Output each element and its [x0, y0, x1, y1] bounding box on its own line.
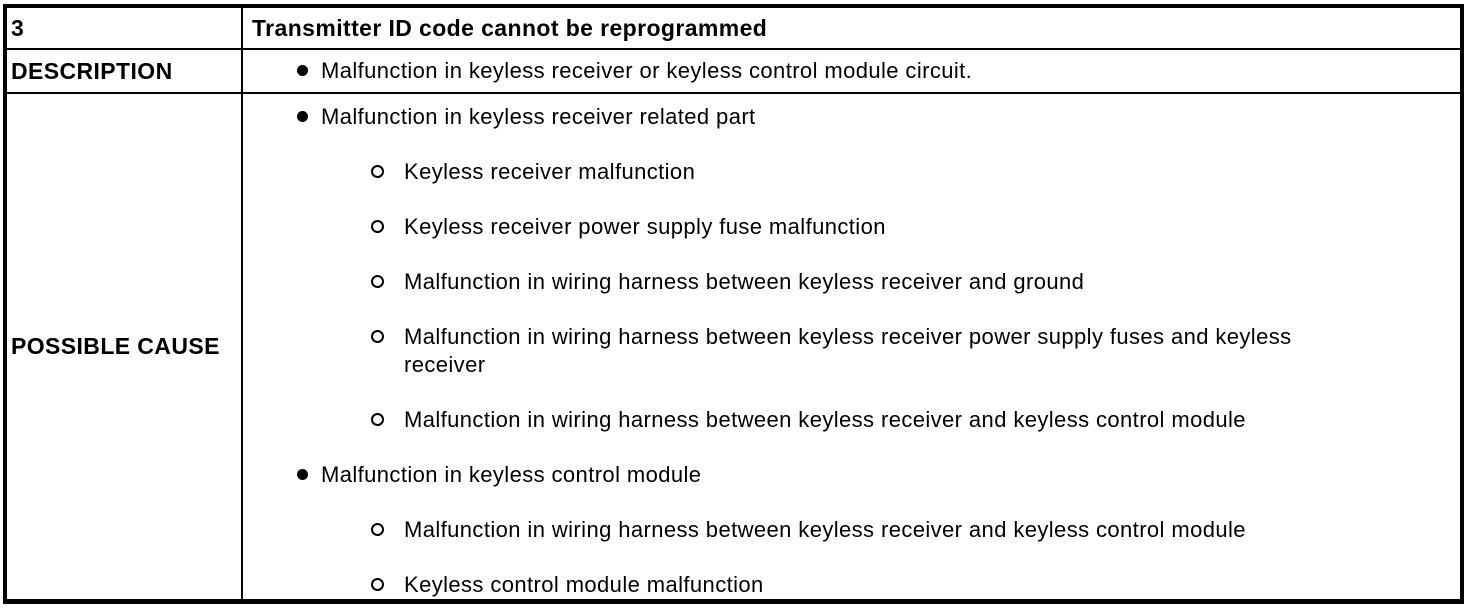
list-item: Malfunction in keyless receiver related …	[243, 103, 1460, 131]
list-item: Malfunction in wiring harness between ke…	[243, 516, 1460, 544]
filled-bullet-icon	[297, 111, 308, 122]
sub-cause-text: Malfunction in wiring harness between ke…	[404, 324, 1292, 377]
list-item: Malfunction in wiring harness between ke…	[243, 323, 1460, 379]
open-circle-bullet-icon	[371, 413, 384, 426]
list-item: Malfunction in keyless control module	[243, 461, 1460, 489]
possible-cause-label: POSSIBLE CAUSE	[7, 92, 241, 599]
filled-bullet-icon	[297, 469, 308, 480]
filled-bullet-icon	[297, 65, 308, 76]
list-item: Keyless control module malfunction	[243, 571, 1460, 599]
list-item: Malfunction in wiring harness between ke…	[243, 268, 1460, 296]
list-item: Keyless receiver power supply fuse malfu…	[243, 213, 1460, 241]
cause-text: Malfunction in keyless control module	[321, 462, 702, 487]
list-item: Malfunction in wiring harness between ke…	[243, 406, 1460, 434]
sub-cause-text: Keyless receiver malfunction	[404, 159, 696, 184]
description-cell: Malfunction in keyless receiver or keyle…	[241, 48, 1460, 92]
sub-cause-text: Malfunction in wiring harness between ke…	[404, 407, 1246, 432]
possible-cause-cell: Malfunction in keyless receiver related …	[241, 92, 1460, 599]
open-circle-bullet-icon	[371, 523, 384, 536]
sub-cause-text: Malfunction in wiring harness between ke…	[404, 269, 1085, 294]
open-circle-bullet-icon	[371, 275, 384, 288]
open-circle-bullet-icon	[371, 220, 384, 233]
list-item: Keyless receiver malfunction	[243, 158, 1460, 186]
sub-cause-text: Keyless control module malfunction	[404, 572, 764, 597]
sub-cause-text: Keyless receiver power supply fuse malfu…	[404, 214, 886, 239]
dtc-table: 3 Transmitter ID code cannot be reprogra…	[3, 4, 1464, 604]
cause-text: Malfunction in keyless receiver related …	[321, 104, 756, 129]
description-label: DESCRIPTION	[7, 48, 241, 92]
list-item: Malfunction in keyless receiver or keyle…	[243, 57, 972, 85]
dtc-title: Transmitter ID code cannot be reprogramm…	[241, 8, 1460, 48]
dtc-code: 3	[11, 14, 25, 41]
open-circle-bullet-icon	[371, 578, 384, 591]
open-circle-bullet-icon	[371, 165, 384, 178]
sub-cause-text: Malfunction in wiring harness between ke…	[404, 517, 1246, 542]
description-text: Malfunction in keyless receiver or keyle…	[321, 58, 973, 83]
open-circle-bullet-icon	[371, 330, 384, 343]
